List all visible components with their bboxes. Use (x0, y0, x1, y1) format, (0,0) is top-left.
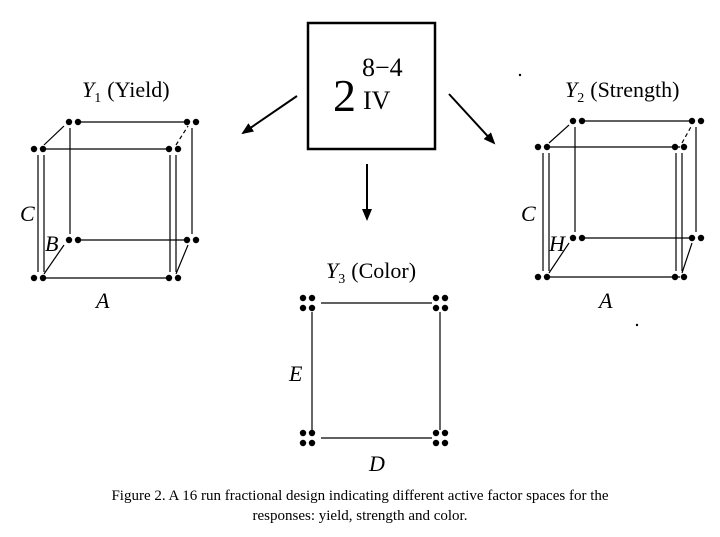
yield-vertical-factor: C (20, 201, 35, 226)
yield-factor-space: Y1 (Yield) (20, 77, 200, 313)
yield-name: (Yield) (107, 77, 169, 102)
strength-horizontal-factor: A (597, 288, 613, 313)
color-title: Y3 (Color) (326, 258, 416, 287)
strength-name: (Strength) (590, 77, 679, 102)
design-box: 2 8−4 IV (306, 21, 437, 151)
yield-depth-factor: B (45, 231, 58, 256)
strength-index: 2 (577, 91, 584, 106)
color-factor-space: Y3 (Color) E D (288, 258, 449, 476)
yield-cube-edges (37, 121, 193, 279)
color-symbol: Y (326, 258, 341, 283)
yield-design-points (30, 118, 200, 282)
scan-speck (635, 323, 639, 327)
scan-speck (518, 73, 522, 77)
figure-caption: Figure 2. A 16 run fractional design ind… (0, 486, 720, 526)
arrow-to-strength (448, 93, 496, 145)
color-index: 3 (338, 272, 345, 287)
yield-index: 1 (94, 91, 101, 106)
strength-vertical-factor: C (521, 201, 536, 226)
color-horizontal-factor: D (368, 451, 385, 476)
design-resolution: IV (363, 86, 391, 115)
strength-depth-factor: H (548, 231, 566, 256)
yield-horizontal-factor: A (94, 288, 110, 313)
design-base: 2 (333, 70, 356, 121)
strength-symbol: Y (565, 77, 580, 102)
color-name: (Color) (351, 258, 416, 283)
caption-line-1: Figure 2. A 16 run fractional design ind… (111, 488, 609, 504)
strength-cube-edges (542, 120, 697, 278)
color-square-edges (311, 302, 441, 439)
yield-title: Y1 (Yield) (82, 77, 170, 106)
yield-symbol: Y (82, 77, 97, 102)
design-box-frame (306, 21, 437, 151)
design-exponent: 8−4 (362, 53, 403, 82)
strength-title: Y2 (Strength) (565, 77, 679, 106)
color-design-points (299, 294, 449, 447)
color-vertical-factor: E (288, 361, 303, 386)
arrow-to-yield (241, 95, 298, 135)
strength-design-points (534, 117, 705, 281)
strength-factor-space: Y2 (Strength) (521, 77, 705, 313)
caption-line-2: responses: yield, strength and color. (252, 508, 468, 524)
